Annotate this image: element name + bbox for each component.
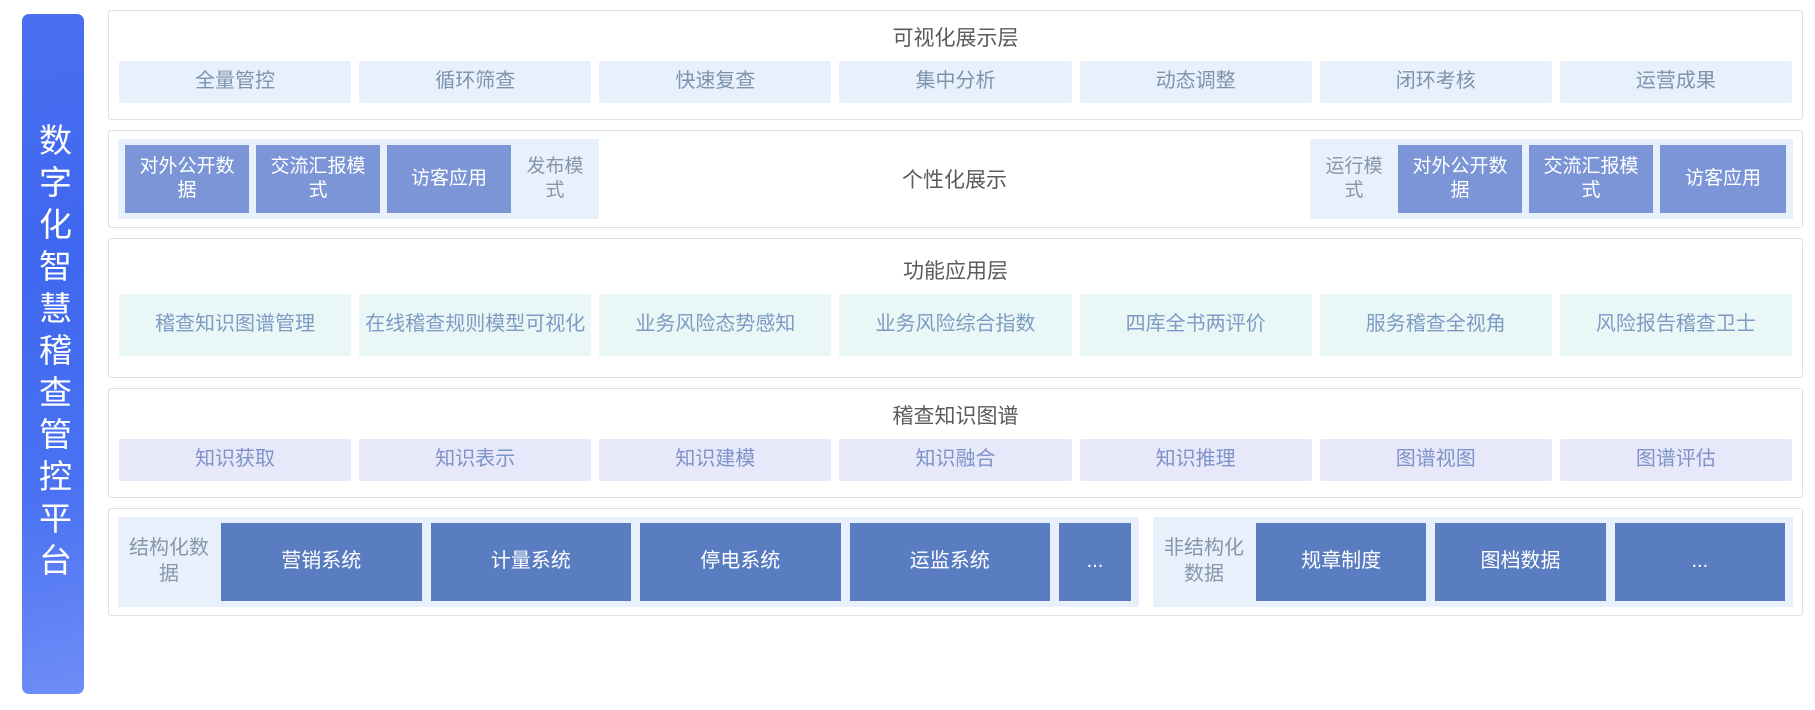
func-chip-1[interactable]: 在线稽查规则模型可视化 [359, 294, 592, 356]
func-chip-0[interactable]: 稽查知识图谱管理 [119, 294, 352, 356]
layer-function-title: 功能应用层 [903, 260, 1008, 283]
layer-function-application: 功能应用层 稽查知识图谱管理 在线稽查规则模型可视化 业务风险态势感知 业务风险… [108, 238, 1803, 378]
personalized-right-group: 运行模式 对外公开数据 交流汇报模式 访客应用 [1310, 139, 1793, 219]
personalized-left-group: 对外公开数据 交流汇报模式 访客应用 发布模式 [118, 139, 599, 219]
vis-chip-1[interactable]: 循环筛查 [359, 61, 592, 103]
layer-knowledge-graph-items: 知识获取 知识表示 知识建模 知识融合 知识推理 图谱视图 图谱评估 [109, 427, 1802, 493]
structured-cell-2[interactable]: 停电系统 [640, 523, 841, 601]
structured-data-label: 结构化数据 [129, 537, 209, 585]
layer-stack: 可视化展示层 全量管控 循环筛查 快速复查 集中分析 动态调整 闭环考核 运营成… [108, 10, 1803, 700]
kg-chip-3[interactable]: 知识融合 [839, 439, 1072, 481]
func-chip-5[interactable]: 服务稽查全视角 [1319, 294, 1552, 356]
personalized-center-title: 个性化展示 [599, 139, 1310, 219]
pers-right-cell-0[interactable]: 运行模式 [1325, 156, 1383, 201]
func-chip-4[interactable]: 四库全书两评价 [1079, 294, 1312, 356]
pers-left-cell-1[interactable]: 交流汇报模式 [256, 145, 380, 213]
layer-personalized-display: 对外公开数据 交流汇报模式 访客应用 发布模式 个性化展示 运行模式 对外公开数… [108, 130, 1803, 228]
kg-chip-1[interactable]: 知识表示 [359, 439, 592, 481]
layer-visualization-title: 可视化展示层 [892, 27, 1019, 50]
vis-chip-0[interactable]: 全量管控 [119, 61, 352, 103]
kg-chip-6[interactable]: 图谱评估 [1559, 439, 1792, 481]
structured-data-group: 结构化数据 营销系统 计量系统 停电系统 运监系统 ... [118, 517, 1139, 607]
pers-left-cell-2[interactable]: 访客应用 [387, 145, 511, 213]
pers-left-cell-3[interactable]: 发布模式 [526, 156, 584, 201]
func-chip-2[interactable]: 业务风险态势感知 [599, 294, 832, 356]
vis-chip-6[interactable]: 运营成果 [1559, 61, 1792, 103]
func-chip-3[interactable]: 业务风险综合指数 [839, 294, 1072, 356]
layer-function-items: 稽查知识图谱管理 在线稽查规则模型可视化 业务风险态势感知 业务风险综合指数 四… [109, 282, 1802, 368]
structured-cell-3[interactable]: 运监系统 [849, 523, 1050, 601]
unstructured-data-label: 非结构化数据 [1164, 537, 1244, 585]
kg-chip-2[interactable]: 知识建模 [599, 439, 832, 481]
func-chip-6[interactable]: 风险报告稽查卫士 [1559, 294, 1792, 356]
personalized-row: 对外公开数据 交流汇报模式 访客应用 发布模式 个性化展示 运行模式 对外公开数… [109, 131, 1802, 227]
pers-right-cell-3[interactable]: 访客应用 [1660, 145, 1786, 213]
layer-visualization-items: 全量管控 循环筛查 快速复查 集中分析 动态调整 闭环考核 运营成果 [109, 49, 1802, 115]
pers-right-cell-1[interactable]: 对外公开数据 [1398, 145, 1522, 213]
vis-chip-4[interactable]: 动态调整 [1079, 61, 1312, 103]
kg-chip-5[interactable]: 图谱视图 [1319, 439, 1552, 481]
structured-cell-more[interactable]: ... [1059, 523, 1131, 601]
kg-chip-0[interactable]: 知识获取 [119, 439, 352, 481]
data-source-row: 结构化数据 营销系统 计量系统 停电系统 运监系统 ... 非结构化数据 规章制… [109, 509, 1802, 615]
platform-title-bar: 数字化智慧稽查管控平台 [22, 14, 84, 694]
unstructured-data-group: 非结构化数据 规章制度 图档数据 ... [1153, 517, 1793, 607]
structured-cell-1[interactable]: 计量系统 [430, 523, 631, 601]
vis-chip-3[interactable]: 集中分析 [839, 61, 1072, 103]
layer-visualization: 可视化展示层 全量管控 循环筛查 快速复查 集中分析 动态调整 闭环考核 运营成… [108, 10, 1803, 120]
unstructured-cell-more[interactable]: ... [1614, 523, 1785, 601]
kg-chip-4[interactable]: 知识推理 [1079, 439, 1312, 481]
vis-chip-5[interactable]: 闭环考核 [1319, 61, 1552, 103]
pers-right-cell-2[interactable]: 交流汇报模式 [1529, 145, 1653, 213]
unstructured-cell-0[interactable]: 规章制度 [1256, 523, 1427, 601]
vis-chip-2[interactable]: 快速复查 [599, 61, 832, 103]
layer-knowledge-graph: 稽查知识图谱 知识获取 知识表示 知识建模 知识融合 知识推理 图谱视图 图谱评… [108, 388, 1803, 498]
platform-title: 数字化智慧稽查管控平台 [34, 123, 72, 585]
pers-left-cell-0[interactable]: 对外公开数据 [125, 145, 249, 213]
layer-knowledge-graph-title: 稽查知识图谱 [892, 405, 1019, 428]
unstructured-cell-1[interactable]: 图档数据 [1435, 523, 1606, 601]
layer-data-source: 结构化数据 营销系统 计量系统 停电系统 运监系统 ... 非结构化数据 规章制… [108, 508, 1803, 616]
structured-cell-0[interactable]: 营销系统 [221, 523, 422, 601]
